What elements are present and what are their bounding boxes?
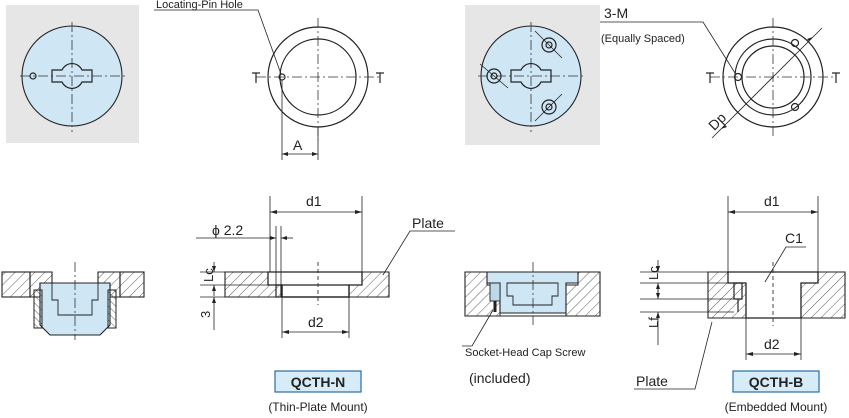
equally-spaced-label: (Equally Spaced) bbox=[601, 33, 685, 45]
three-m-label: 3-M bbox=[604, 5, 628, 21]
qcth-n-top-outline bbox=[154, 9, 384, 160]
qcth-b-section-drawing bbox=[634, 196, 846, 390]
d2-right-label: d2 bbox=[764, 336, 780, 352]
c1-label: C1 bbox=[785, 230, 803, 246]
included-label: (included) bbox=[469, 370, 530, 386]
d2-left-label: d2 bbox=[308, 314, 324, 330]
qcth-b-top-view-image bbox=[465, 5, 600, 145]
qcth-n-section-drawing bbox=[196, 196, 455, 338]
qcth-n-mount-label: (Thin-Plate Mount) bbox=[268, 400, 367, 414]
qcth-b-mount-label: (Embedded Mount) bbox=[725, 400, 828, 414]
three-label: 3 bbox=[198, 311, 213, 318]
qcth-n-badge bbox=[274, 370, 362, 393]
lf-label: Lf bbox=[646, 317, 661, 328]
lc-left-label: Lc bbox=[201, 268, 216, 282]
plate-left-label: Plate bbox=[412, 215, 444, 231]
dp-label: Dp bbox=[705, 109, 729, 133]
qcth-b-top-outline bbox=[600, 18, 840, 139]
lc-right-label: Lc bbox=[646, 266, 661, 280]
qcth-n-section-image bbox=[1, 262, 145, 340]
dimension-a-label: A bbox=[293, 137, 303, 153]
d1-left-label: d1 bbox=[306, 193, 322, 209]
plate-right-label: Plate bbox=[636, 373, 668, 389]
socket-head-cap-screw-label: Socket-Head Cap Screw bbox=[465, 347, 585, 359]
qcth-n-top-view-image bbox=[6, 5, 139, 143]
qcth-b-section-image bbox=[462, 262, 601, 347]
d1-right-label: d1 bbox=[764, 193, 780, 209]
qcth-b-model-label: QCTH-B bbox=[749, 374, 803, 390]
qcth-n-model-label: QCTH-N bbox=[291, 374, 345, 390]
qcth-b-badge bbox=[732, 370, 820, 393]
locating-pin-hole-label: Locating-Pin Hole bbox=[156, 0, 243, 11]
phi-2-2-label: ϕ 2.2 bbox=[212, 222, 243, 238]
